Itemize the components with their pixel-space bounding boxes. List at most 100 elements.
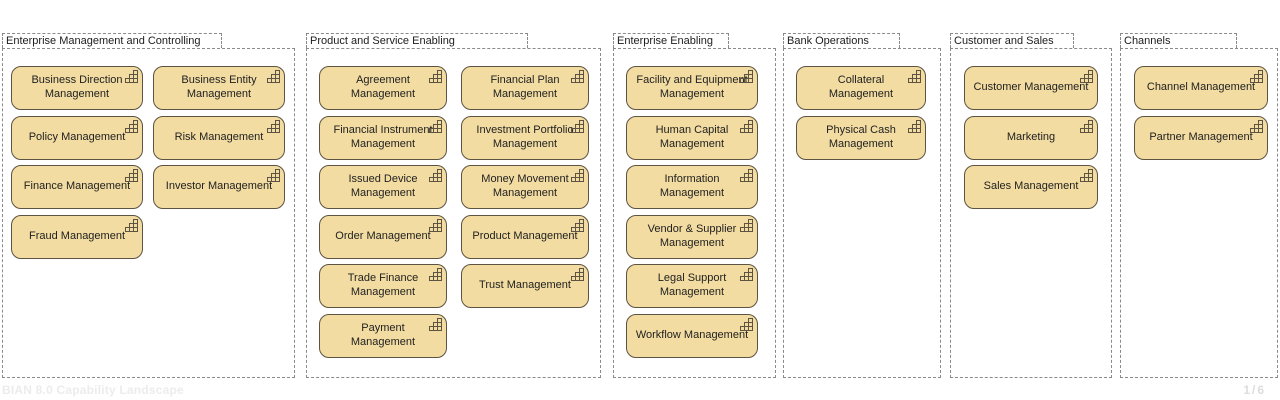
capability-physical-cash-management[interactable]: Physical Cash Management bbox=[796, 115, 926, 160]
capability-icon bbox=[571, 268, 584, 281]
capability-collateral-management[interactable]: Collateral Management bbox=[796, 66, 926, 110]
capability-icon bbox=[1080, 169, 1093, 182]
capability-icon bbox=[125, 218, 138, 232]
capability-issued-device-management[interactable]: Issued Device Management bbox=[319, 165, 447, 209]
capability-product-management[interactable]: Product Management bbox=[461, 214, 589, 259]
capability-icon bbox=[267, 119, 280, 133]
capability-icon bbox=[267, 70, 280, 83]
capability-icon bbox=[908, 70, 921, 83]
capability-label: Customer Management bbox=[973, 81, 1089, 94]
capability-label: Investment Portfolio Management bbox=[476, 123, 574, 150]
capability-label: Vendor & Supplier Management bbox=[647, 222, 737, 249]
capability-channel-management[interactable]: Channel Management bbox=[1134, 66, 1268, 110]
capability-icon bbox=[740, 218, 753, 232]
capability-investment-portfolio-management[interactable]: Investment Portfolio Management bbox=[461, 115, 589, 160]
capability-icon bbox=[125, 70, 138, 83]
group-label: Channels bbox=[1124, 35, 1171, 47]
capability-financial-instrument-management[interactable]: Financial Instrument Management bbox=[319, 115, 447, 160]
capability-icon bbox=[1080, 119, 1093, 133]
group-body: Business Direction Management Business En… bbox=[2, 48, 295, 378]
capability-icon bbox=[571, 70, 584, 83]
capability-vendor-supplier-management[interactable]: Vendor & Supplier Management bbox=[626, 214, 758, 259]
group-label-tab: Enterprise Management and Controlling bbox=[2, 33, 222, 48]
capability-label: Trust Management bbox=[479, 279, 571, 292]
capability-business-direction-management[interactable]: Business Direction Management bbox=[11, 66, 143, 110]
capability-label: Physical Cash Management bbox=[826, 123, 896, 150]
capability-icon bbox=[429, 268, 442, 281]
group-label: Product and Service Enabling bbox=[310, 35, 455, 47]
capability-legal-support-management[interactable]: Legal Support Management bbox=[626, 264, 758, 308]
capability-money-movement-management[interactable]: Money Movement Management bbox=[461, 165, 589, 209]
capability-icon bbox=[571, 218, 584, 232]
capability-label: Channel Management bbox=[1146, 81, 1256, 94]
capability-partner-management[interactable]: Partner Management bbox=[1134, 115, 1268, 160]
capability-label: Fraud Management bbox=[29, 229, 125, 242]
capability-agreement-management[interactable]: Agreement Management bbox=[319, 66, 447, 110]
group-label-tab: Bank Operations bbox=[783, 33, 900, 48]
capability-fraud-management[interactable]: Fraud Management bbox=[11, 214, 143, 259]
capability-facility-and-equipment-management[interactable]: Facility and Equipment Management bbox=[626, 66, 758, 110]
capability-label: Risk Management bbox=[174, 130, 264, 143]
group-label-tab: Customer and Sales bbox=[950, 33, 1074, 48]
capability-investor-management[interactable]: Investor Management bbox=[153, 165, 285, 209]
capability-financial-plan-management[interactable]: Financial Plan Management bbox=[461, 66, 589, 110]
capability-icon bbox=[429, 317, 442, 331]
capability-label: Order Management bbox=[335, 229, 431, 242]
capability-label: Financial Plan Management bbox=[490, 74, 560, 100]
capability-icon bbox=[740, 169, 753, 182]
capability-label: Collateral Management bbox=[828, 74, 894, 100]
group-label-tab: Enterprise Enabling bbox=[613, 33, 729, 48]
capability-label: Business Direction Management bbox=[31, 74, 123, 100]
capability-label: Trade Finance Management bbox=[347, 272, 419, 298]
capability-sales-management[interactable]: Sales Management bbox=[964, 165, 1098, 209]
capability-icon bbox=[429, 119, 442, 133]
capability-payment-management[interactable]: Payment Management bbox=[319, 313, 447, 358]
capability-icon bbox=[740, 70, 753, 83]
capability-label: Investor Management bbox=[165, 180, 273, 193]
capability-label: Financial Instrument Management bbox=[333, 123, 433, 150]
group-label: Bank Operations bbox=[787, 35, 869, 47]
capability-marketing[interactable]: Marketing bbox=[964, 115, 1098, 160]
capability-icon bbox=[908, 119, 921, 133]
capability-business-entity-management[interactable]: Business Entity Management bbox=[153, 66, 285, 110]
capability-customer-management[interactable]: Customer Management bbox=[964, 66, 1098, 110]
capability-label: Workflow Management bbox=[635, 328, 749, 341]
capability-finance-management[interactable]: Finance Management bbox=[11, 165, 143, 209]
group-label-tab: Channels bbox=[1120, 33, 1237, 48]
capability-policy-management[interactable]: Policy Management bbox=[11, 115, 143, 160]
capability-label: Facility and Equipment Management bbox=[636, 74, 748, 100]
capability-workflow-management[interactable]: Workflow Management bbox=[626, 313, 758, 358]
capability-label: Partner Management bbox=[1149, 130, 1253, 143]
capability-label: Legal Support Management bbox=[657, 272, 727, 298]
group-body: Agreement Management Financial Plan Manag… bbox=[306, 48, 601, 378]
capability-icon bbox=[571, 169, 584, 182]
capability-label: Sales Management bbox=[983, 180, 1079, 193]
capability-icon bbox=[267, 169, 280, 182]
capability-trust-management[interactable]: Trust Management bbox=[461, 264, 589, 308]
group-label: Enterprise Management and Controlling bbox=[6, 35, 201, 47]
capability-risk-management[interactable]: Risk Management bbox=[153, 115, 285, 160]
capability-icon bbox=[1080, 70, 1093, 83]
capability-icon bbox=[125, 169, 138, 182]
group-label: Enterprise Enabling bbox=[617, 35, 714, 47]
capability-label: Agreement Management bbox=[350, 74, 416, 100]
capability-icon bbox=[740, 268, 753, 281]
capability-label: Product Management bbox=[472, 229, 578, 242]
capability-human-capital-management[interactable]: Human Capital Management bbox=[626, 115, 758, 160]
capability-icon bbox=[429, 70, 442, 83]
capability-trade-finance-management[interactable]: Trade Finance Management bbox=[319, 264, 447, 308]
capability-label: Marketing bbox=[1006, 130, 1056, 143]
capability-label: Issued Device Management bbox=[348, 173, 418, 199]
capability-icon bbox=[125, 119, 138, 133]
capability-information-management[interactable]: Information Management bbox=[626, 165, 758, 209]
capability-order-management[interactable]: Order Management bbox=[319, 214, 447, 259]
